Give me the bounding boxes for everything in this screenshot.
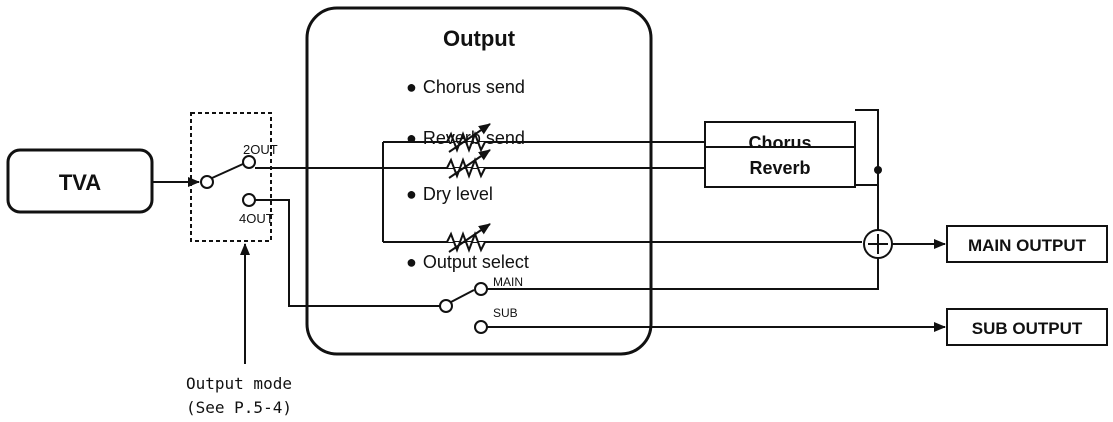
output-select-main-line	[487, 258, 879, 290]
output-mode-annotation: Output mode	[186, 374, 292, 393]
dry-level-label: ●Dry level	[406, 184, 493, 204]
main-output-label: MAIN OUTPUT	[968, 236, 1087, 255]
chorus-send-resistor-icon	[446, 123, 491, 153]
output-mode-page-ref: (See P.5-4)	[186, 398, 292, 417]
main-output-block	[946, 225, 1108, 263]
mode-switch-4out-node	[242, 193, 256, 207]
output-mode-box	[190, 112, 272, 242]
four-out-line	[255, 199, 440, 307]
output-select-lever	[450, 289, 475, 303]
sub-output-block	[946, 308, 1108, 346]
label-2out: 2OUT	[243, 142, 278, 157]
return-junction-dot	[874, 166, 882, 174]
output-section-title: Output	[443, 26, 516, 51]
reverb-send-resistor-icon	[446, 149, 491, 179]
mode-switch-input-node	[200, 175, 214, 189]
reverb-send-label: ●Reverb send	[406, 128, 525, 148]
label-main: MAIN	[493, 275, 523, 289]
reverb-block	[704, 146, 856, 188]
output-section-box	[305, 6, 653, 356]
output-select-main-node	[474, 282, 488, 296]
output-select-sub-node	[474, 320, 488, 334]
chorus-return-line	[855, 109, 879, 230]
tva-label: TVA	[59, 170, 101, 195]
chorus-send-label: ●Chorus send	[406, 77, 525, 97]
mode-switch-2out-node	[242, 155, 256, 169]
label-sub: SUB	[493, 306, 518, 320]
output-select-input-node	[439, 299, 453, 313]
sub-output-label: SUB OUTPUT	[972, 319, 1083, 338]
reverb-label: Reverb	[749, 158, 810, 178]
mode-switch-lever	[211, 163, 244, 179]
output-select-label: ●Output select	[406, 252, 529, 272]
dry-level-resistor-icon	[446, 223, 491, 253]
label-4out: 4OUT	[239, 211, 274, 226]
